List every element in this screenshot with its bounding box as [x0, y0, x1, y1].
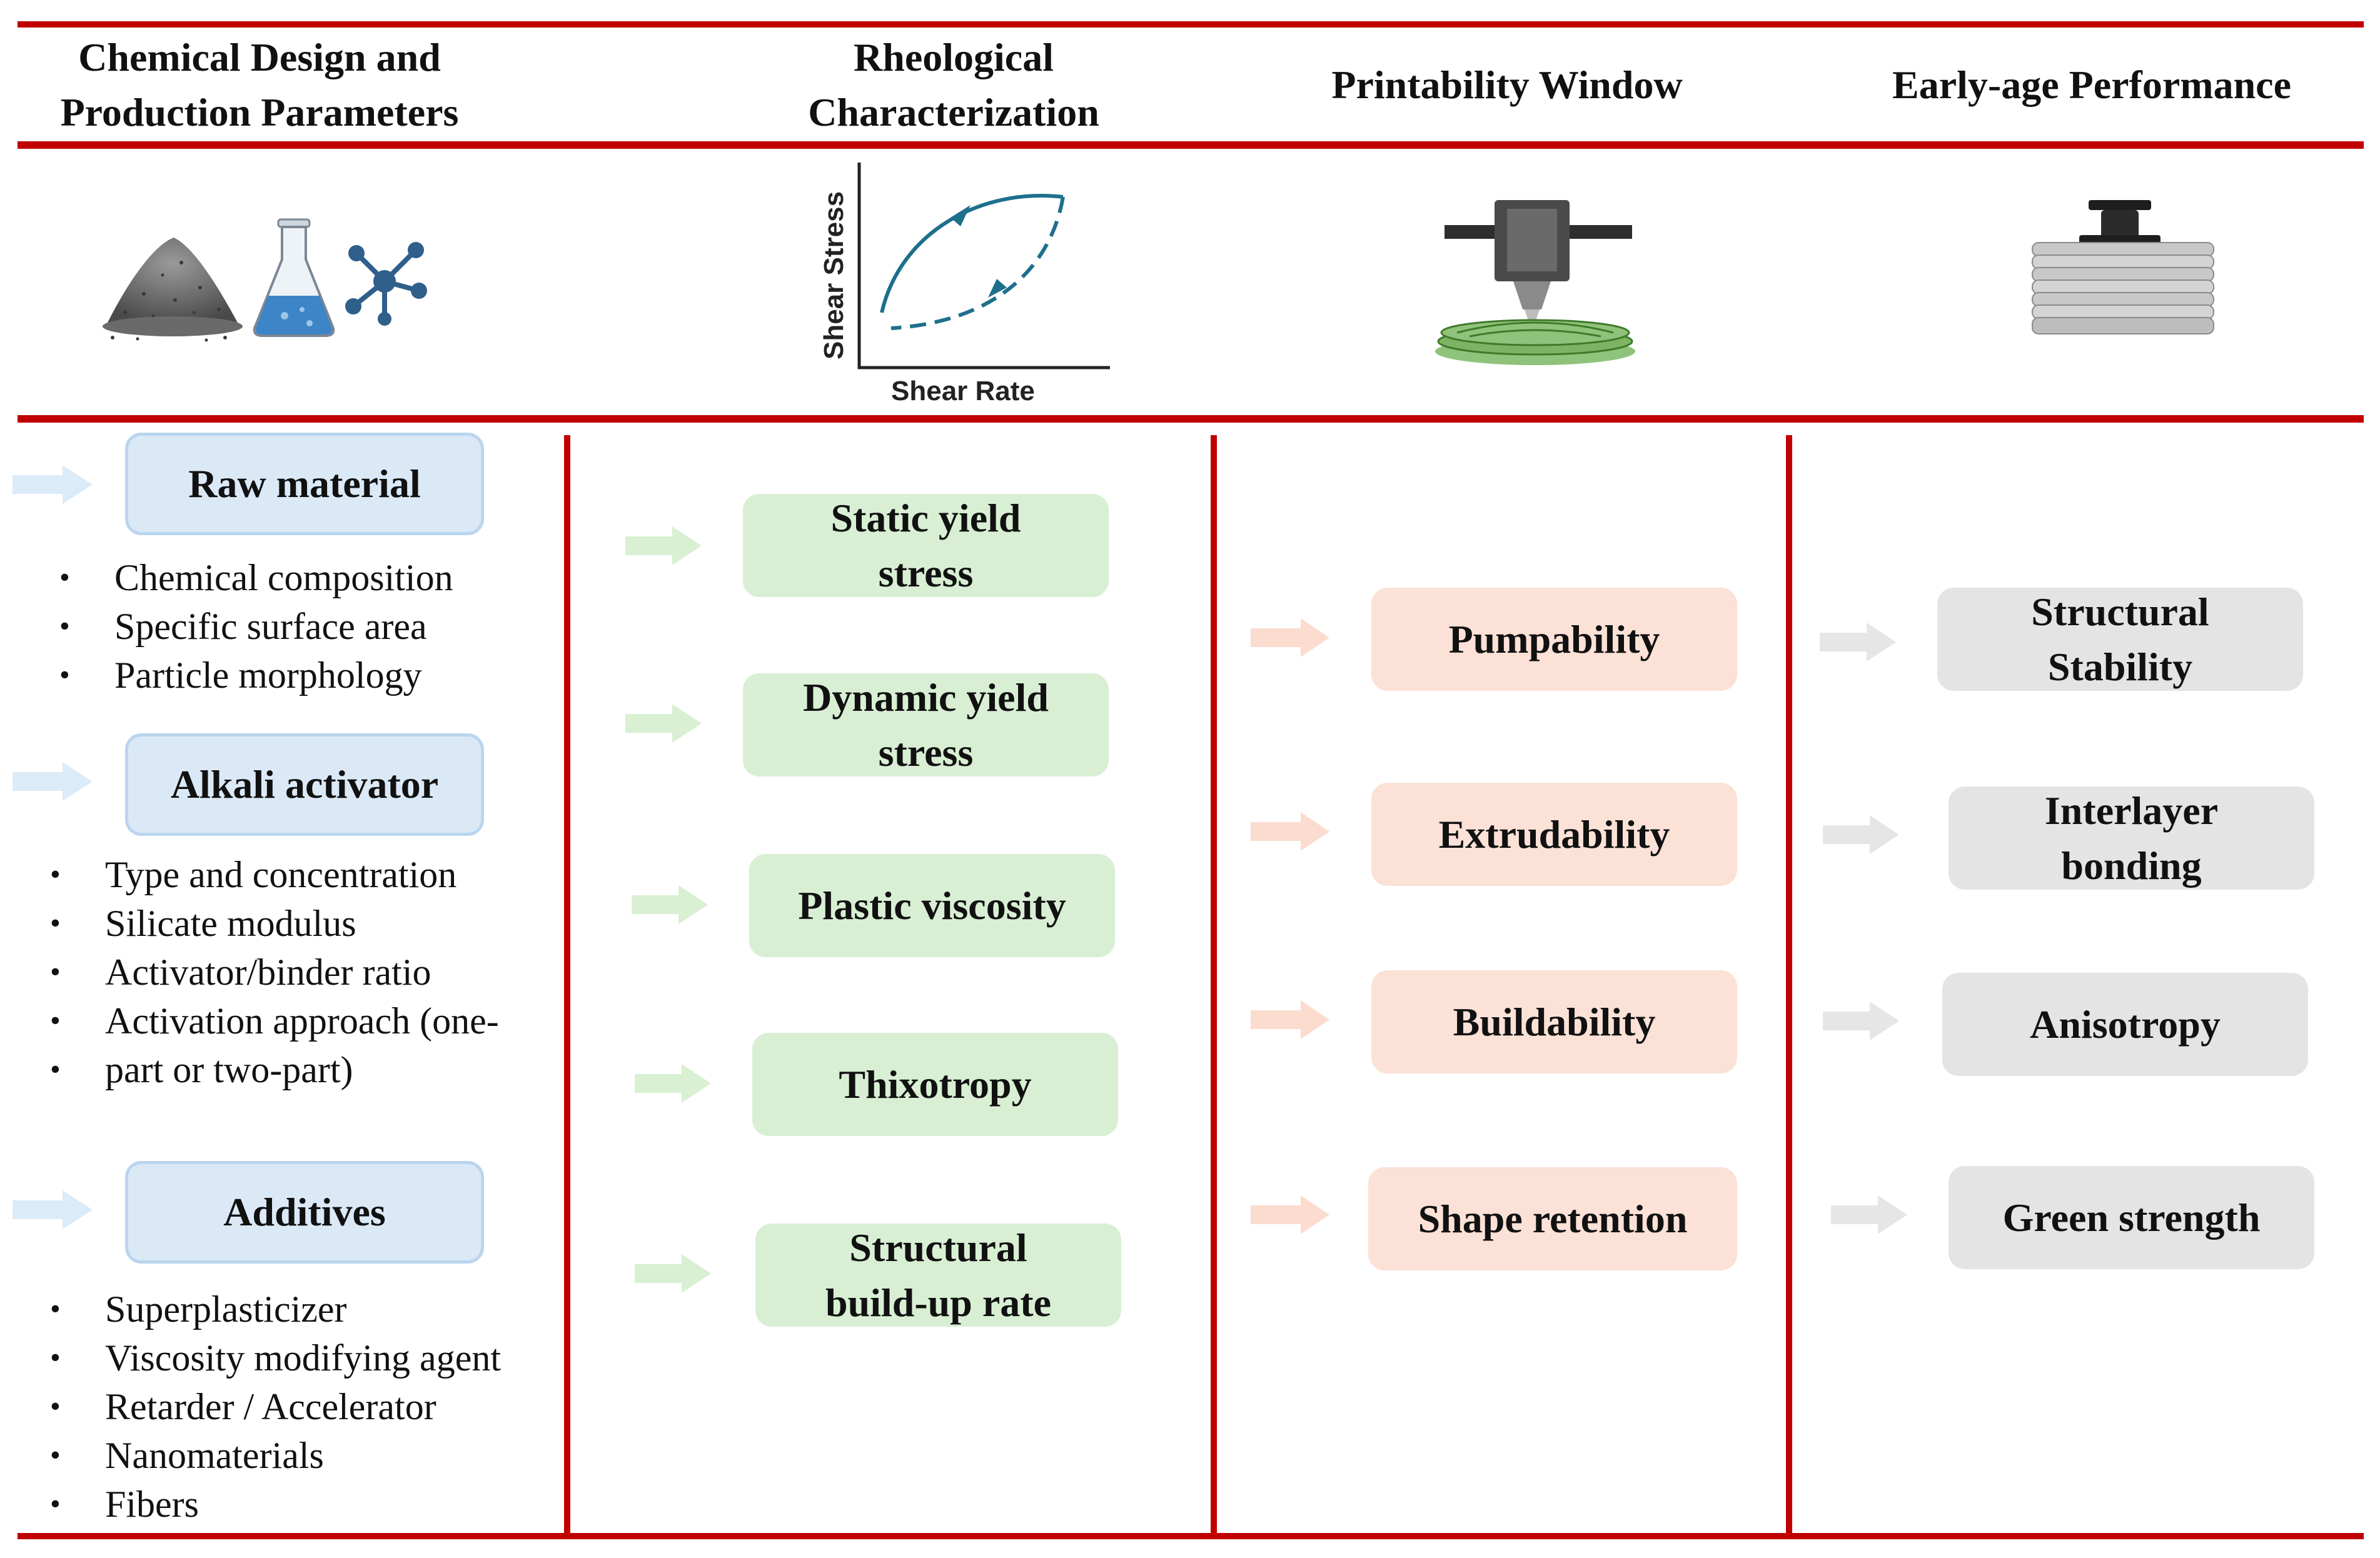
arrow-buildability-icon	[1251, 1000, 1329, 1039]
input-arrow-raw-material-icon	[13, 465, 93, 504]
list-item: Type and concentration	[50, 850, 550, 899]
column-header-chemical-design: Chemical Design and Production Parameter…	[13, 30, 507, 140]
list-item: Fibers	[50, 1480, 550, 1529]
upward-flow-curve	[880, 194, 1064, 313]
column-header-line: Characterization	[808, 90, 1099, 134]
downward-flow-curve	[890, 196, 1065, 330]
column-header-rheological-characterization: Rheological Characterization	[738, 30, 1169, 140]
list-item: Activator/binder ratio	[50, 948, 550, 997]
list-item: Nanomaterials	[50, 1431, 550, 1480]
powder-pile-icon	[103, 238, 243, 342]
static-yield-stress-box: Static yield stress	[743, 494, 1109, 597]
dynamic-yield-stress-box: Dynamic yield stress	[743, 673, 1109, 776]
anisotropy-box: Anisotropy	[1942, 973, 2308, 1076]
structural-stability-box: Structural Stability	[1937, 588, 2303, 691]
additives-list: Superplasticizer Viscosity modifying age…	[50, 1285, 550, 1529]
shape-retention-box: Shape retention	[1368, 1167, 1737, 1270]
column-header-line: Rheological	[854, 35, 1054, 79]
arrow-plastic-viscosity-icon	[632, 885, 708, 924]
icon-row-rule	[18, 415, 2364, 423]
column-header-line: Chemical Design and	[78, 35, 441, 79]
list-item: Retarder / Accelerator	[50, 1382, 550, 1431]
pumpability-box: Pumpability	[1371, 588, 1737, 691]
column-divider-2	[1211, 435, 1217, 1535]
curve-arrow-up-icon	[950, 205, 971, 226]
molecule-icon	[345, 242, 427, 326]
additives-box: Additives	[125, 1161, 484, 1264]
alkali-activator-list: Type and concentration Silicate modulus …	[50, 850, 550, 1094]
arrow-extrudability-icon	[1251, 812, 1329, 851]
arrow-green-strength-icon	[1831, 1195, 1907, 1234]
list-item-continuation: part or two-part)	[50, 1045, 550, 1094]
plastic-viscosity-box: Plastic viscosity	[749, 854, 1115, 957]
alkali-activator-box: Alkali activator	[125, 733, 484, 836]
bottom-rule	[18, 1533, 2364, 1539]
top-rule	[18, 21, 2364, 28]
arrow-shape-retention-icon	[1251, 1195, 1329, 1234]
column-divider-1	[564, 435, 570, 1535]
list-item: Superplasticizer	[50, 1285, 550, 1334]
curve-arrow-down-icon	[988, 279, 1007, 298]
column-header-early-age-performance: Early-age Performance	[1892, 63, 2291, 107]
plot-ylabel: Shear Stress	[819, 191, 849, 359]
buildability-box: Buildability	[1371, 970, 1737, 1073]
arrow-static-yield-icon	[625, 526, 702, 565]
rheology-hysteresis-plot: Shear Stress Shear Rate	[819, 163, 1110, 406]
structural-buildup-rate-box: Structural build-up rate	[755, 1224, 1121, 1327]
3d-printer-nozzle-icon	[1435, 200, 1635, 365]
column-header-line: Production Parameters	[60, 90, 459, 134]
list-item: Specific surface area	[59, 602, 535, 651]
arrow-interlayer-bonding-icon	[1823, 815, 1899, 854]
green-strength-box: Green strength	[1949, 1166, 2314, 1269]
arrow-dynamic-yield-icon	[625, 704, 702, 743]
arrow-anisotropy-icon	[1823, 1002, 1899, 1040]
arrow-structural-stability-icon	[1820, 623, 1896, 661]
input-arrow-additives-icon	[13, 1190, 93, 1229]
column-divider-3	[1786, 435, 1792, 1535]
list-item: Activation approach (one-	[50, 997, 550, 1045]
list-item: Chemical composition	[59, 553, 535, 602]
list-item: Particle morphology	[59, 651, 535, 700]
arrow-structural-buildup-icon	[635, 1254, 711, 1293]
interlayer-bonding-box: Interlayer bonding	[1949, 787, 2314, 890]
input-arrow-alkali-activator-icon	[13, 762, 93, 801]
extrudability-box: Extrudability	[1371, 783, 1737, 886]
erlenmeyer-flask-icon	[253, 218, 335, 337]
loaded-printed-layers-icon	[2032, 200, 2214, 334]
plot-xlabel: Shear Rate	[891, 376, 1035, 406]
thixotropy-box: Thixotropy	[752, 1033, 1118, 1136]
raw-material-box: Raw material	[125, 433, 484, 535]
header-rule	[18, 141, 2364, 149]
column-header-printability-window: Printability Window	[1331, 63, 1683, 107]
arrow-pumpability-icon	[1251, 618, 1329, 657]
list-item: Silicate modulus	[50, 899, 550, 948]
raw-material-list: Chemical composition Specific surface ar…	[59, 553, 535, 700]
list-item: Viscosity modifying agent	[50, 1334, 550, 1382]
arrow-thixotropy-icon	[635, 1064, 711, 1103]
